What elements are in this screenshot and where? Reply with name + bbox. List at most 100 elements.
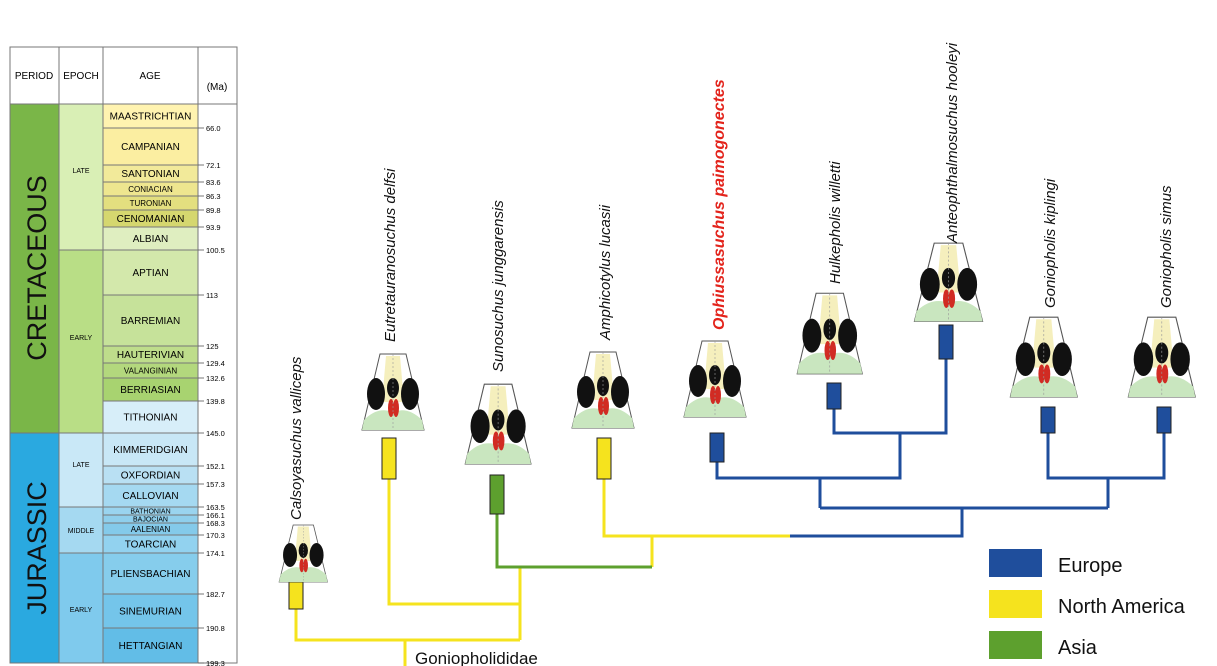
geologic-timescale: PERIOD EPOCH AGE (Ma) CRETACEOUS JURASSI… (9, 46, 238, 666)
legend-swatch-north-america (989, 590, 1042, 618)
age-label: KIMMERIDGIAN (113, 445, 187, 456)
tree-branches (294, 359, 1166, 666)
ma-tick-label: 174.1 (206, 549, 225, 558)
ma-tick-label: 152.1 (206, 462, 225, 471)
header-age: AGE (139, 71, 160, 82)
ma-tick-label: 157.3 (206, 480, 225, 489)
period-jurassic-label: JURASSIC (22, 481, 52, 615)
ma-column: 66.072.183.686.389.893.9100.5113125129.4… (198, 124, 225, 666)
ma-tick-label: 83.6 (206, 178, 221, 187)
period-cretaceous-band (9, 103, 60, 434)
age-label: HETTANGIAN (119, 641, 183, 652)
ma-tick-label: 86.3 (206, 192, 221, 201)
clade-label: Goniopholididae (415, 649, 538, 666)
ma-tick-label: 163.5 (206, 503, 225, 512)
branch-goniopholis-simus (1108, 433, 1166, 480)
legend-label-north-america: North America (1058, 596, 1186, 618)
skull-illustration (683, 340, 747, 418)
age-label: CALLOVIAN (122, 491, 178, 502)
age-label: ALBIAN (133, 234, 169, 245)
epoch-label: LATE (73, 168, 90, 175)
skull-illustration (796, 292, 863, 375)
age-label: VALANGINIAN (124, 366, 177, 375)
taxon-label-anteophthalmosuchus: Anteophthalmosuchus hooleyi (944, 42, 961, 244)
age-label: BARREMIAN (121, 316, 180, 327)
age-label: CAMPANIAN (121, 142, 180, 153)
epoch-label: EARLY (70, 335, 93, 342)
age-label: HAUTERIVIAN (117, 350, 184, 361)
header-period: PERIOD (15, 71, 53, 82)
legend: Europe North America Asia (989, 549, 1186, 659)
skull-illustration (361, 353, 425, 431)
taxon-label-hulkepholis: Hulkepholis willetti (827, 161, 844, 284)
legend-label-europe: Europe (1058, 555, 1123, 577)
range-bar-goniopholis-kiplingi (1040, 406, 1056, 434)
legend-label-asia: Asia (1058, 637, 1098, 659)
range-bar-hulkepholis (826, 382, 842, 410)
age-label: TITHONIAN (124, 413, 178, 424)
age-label: PLIENSBACHIAN (110, 569, 190, 580)
taxon-label-goniopholis-simus: Goniopholis simus (1158, 185, 1175, 308)
ma-tick-label: 139.8 (206, 397, 225, 406)
range-bar-ophiussasuchus (709, 432, 725, 463)
age-band (102, 294, 199, 347)
ma-tick-label: 145.0 (206, 429, 225, 438)
period-jurassic-band (9, 432, 60, 664)
header-ma: (Ma) (207, 82, 228, 93)
ma-tick-label: 182.7 (206, 590, 225, 599)
range-bar-sunosuchus (489, 474, 505, 515)
skull-illustration (278, 524, 328, 583)
age-label: OXFORDIAN (121, 471, 180, 482)
range-bar-calsoyasuchus (288, 581, 304, 610)
legend-swatch-asia (989, 631, 1042, 659)
ma-tick-label: 132.6 (206, 374, 225, 383)
range-bars (288, 324, 1172, 610)
branch-sunosuchus (495, 514, 652, 569)
skull-illustration (1127, 316, 1196, 398)
age-label: BAJOCIAN (133, 516, 168, 523)
age-label: BATHONIAN (130, 508, 170, 515)
ma-tick-label: 113 (206, 291, 218, 300)
skull-illustration (571, 351, 635, 429)
range-bar-eutretauranosuchus (381, 437, 397, 480)
ma-tick-label: 66.0 (206, 124, 221, 133)
age-label: CONIACIAN (128, 185, 173, 194)
ma-tick-label: 199.3 (206, 659, 225, 666)
age-label: AALENIAN (131, 525, 171, 534)
age-label: MAASTRICHTIAN (110, 112, 192, 123)
age-label: TOARCIAN (125, 540, 177, 551)
age-band (102, 432, 199, 467)
age-band (102, 127, 199, 166)
branch-node-b (650, 534, 790, 567)
ma-tick-label: 129.4 (206, 359, 225, 368)
age-label: SINEMURIAN (119, 607, 182, 618)
taxon-label-ophiussasuchus: Ophiussasuchus paimogonectes (711, 79, 728, 330)
branch-european-clade (790, 508, 964, 538)
age-band (102, 627, 199, 664)
branch-calsoyasuchus (294, 609, 520, 642)
legend-swatch-europe (989, 549, 1042, 577)
age-label: BERRIASIAN (120, 385, 181, 396)
range-bar-amphicotylus (596, 437, 612, 480)
ma-tick-label: 72.1 (206, 161, 221, 170)
skull-illustration (464, 383, 532, 465)
ma-tick-label: 89.8 (206, 206, 221, 215)
epoch-label: EARLY (70, 607, 93, 614)
taxon-label-sunosuchus: Sunosuchus junggarensis (490, 200, 507, 372)
branch-node-d (715, 462, 822, 508)
header-epoch: EPOCH (63, 71, 99, 82)
epoch-label: LATE (73, 462, 90, 469)
age-label: TURONIAN (130, 199, 172, 208)
taxon-label-goniopholis-kiplingi: Goniopholis kiplingi (1042, 178, 1059, 308)
age-label: SANTONIAN (121, 169, 179, 180)
epoch-late-jurassic (58, 432, 104, 508)
branch-amphicotylus (602, 479, 790, 538)
ma-tick-label: 168.3 (206, 519, 225, 528)
age-band (102, 552, 199, 595)
epoch-early-jurassic (58, 552, 104, 664)
ma-tick-label: 190.8 (206, 624, 225, 633)
skull-illustration (913, 242, 984, 322)
ma-tick-label: 170.3 (206, 531, 225, 540)
ma-tick-label: 125 (206, 342, 219, 351)
